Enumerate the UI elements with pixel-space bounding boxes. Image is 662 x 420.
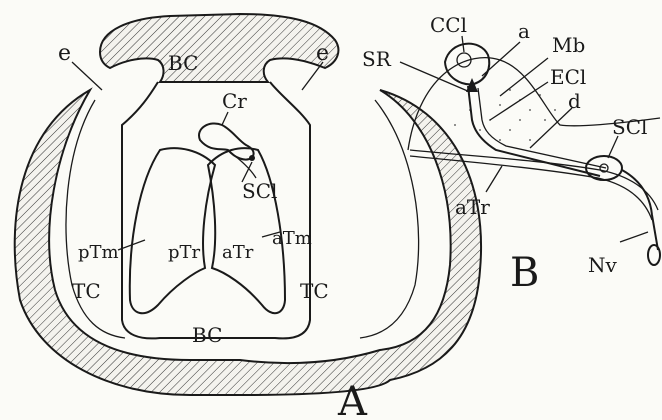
label-atr-b: aTr [455, 195, 490, 219]
atr-leader-b [486, 166, 502, 192]
label-d: d [568, 89, 581, 113]
panel-b: CCl a Mb SR ECl d SCl aTr Nv B [362, 13, 660, 296]
ptr-membrane [130, 148, 215, 313]
label-scl-b: SCl [612, 115, 647, 139]
label-bc-bottom: BC [192, 323, 222, 347]
panel-letter-a: A [337, 379, 368, 420]
label-nv: Nv [588, 253, 618, 277]
nerve-end [648, 245, 660, 265]
label-ccl: CCl [430, 13, 467, 37]
label-sr: SR [362, 47, 392, 71]
label-cr: Cr [222, 89, 247, 113]
scl-cell [249, 155, 255, 161]
e-right-leader [302, 62, 323, 90]
label-atr: aTr [222, 242, 254, 263]
label-ptr: pTr [168, 242, 201, 263]
label-e-right: e [316, 41, 329, 66]
right-inner-membrane [360, 100, 419, 338]
panel-letter-b: B [510, 250, 539, 296]
label-ecl: ECl [550, 65, 586, 89]
label-ptm: pTm [78, 242, 119, 263]
label-scl: SCl [242, 179, 277, 203]
label-a: a [518, 19, 530, 43]
label-atm: aTm [272, 228, 312, 249]
scl-leader-b [608, 136, 618, 158]
crista [199, 123, 254, 159]
ecl-leader [490, 82, 548, 120]
label-tc-right: TC [300, 279, 329, 303]
nv-leader [620, 232, 648, 242]
ccl-cell [445, 44, 489, 85]
scl-nerve [228, 150, 256, 178]
label-e-left: e [58, 41, 71, 66]
nerve [622, 170, 658, 250]
label-bc-top: BC [168, 51, 198, 75]
sr-leader [400, 62, 470, 92]
a-leader [482, 42, 520, 76]
label-tc-left: TC [72, 279, 101, 303]
central-chamber [122, 82, 310, 338]
top-cap [100, 14, 338, 82]
panel-a: e e BC Cr SCl pTm aTm pTr aTr TC TC BC A [15, 14, 481, 420]
e-left-leader [72, 62, 102, 90]
label-mb: Mb [552, 33, 585, 57]
cr-leader [222, 112, 228, 125]
